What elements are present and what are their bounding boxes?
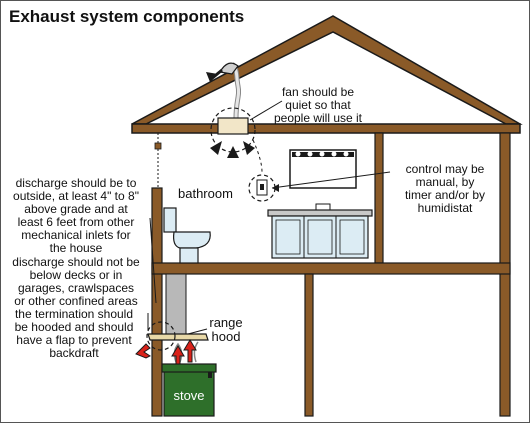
mirror-light-icon [289,149,357,189]
discharge-not-below-line: or other confined areas [14,294,138,308]
vanity-icon [267,203,373,259]
roof [131,15,523,134]
switch-icon [248,174,276,202]
discharge-location-line: the house [49,241,103,255]
termination-line: have a flap to prevent [16,333,132,347]
discharge-location-line: above grade and at [24,202,128,216]
termination-note: the termination should be hooded and sho… [0,308,148,360]
fan-note-line: fan should be [281,85,355,99]
stove-icon [161,341,217,417]
diagram-title: Exhaust system components [9,7,245,26]
fan-note: fan should be quiet so that people will … [262,86,374,125]
airflow-arrow-icon [135,339,197,365]
discharge-location-line: least 6 feet from other [17,215,135,229]
discharge-location-line: outside, at least 4" to 8" [13,189,139,203]
discharge-location-line: discharge should be to [15,176,137,190]
leader-lines [149,100,391,335]
house-framing [151,132,511,417]
roof-vent-icon [206,62,239,82]
termination-line: be hooded and should [14,320,134,334]
range-hood-label-line: range [209,315,243,330]
control-note: control may be manual, by timer and/or b… [390,163,500,215]
fan-airflow-arrows [210,141,255,158]
control-wire [252,139,263,173]
range-hood-icon [146,321,209,351]
wall-chain [154,142,162,188]
control-note-line: humidistat [417,201,473,215]
stove-label: stove [173,388,205,403]
control-note-line: timer and/or by [404,188,486,202]
termination-line: backdraft [49,346,99,360]
fan-note-line: quiet so that [285,98,351,112]
discharge-not-below-line: below decks or in [29,268,123,282]
range-hood-label-line: hood [211,329,241,344]
discharge-not-below-line: discharge should not be [12,255,140,269]
control-note-line: control may be [405,162,485,176]
range-duct [165,273,187,335]
control-note-line: manual, by [415,175,475,189]
fan-note-line: people will use it [273,111,363,125]
discharge-location-line: mechanical inlets for [21,228,131,242]
discharge-not-below-line: garages, crawlspaces [17,281,135,295]
termination-line: the termination should [14,307,134,321]
bathroom-label: bathroom [178,186,233,201]
discharge-not-below-note: discharge should not be below decks or i… [0,256,152,308]
toilet-icon [163,207,211,264]
discharge-location-note: discharge should be to outside, at least… [0,177,152,255]
exhaust-fan-icon [210,107,256,153]
range-hood-label: range hood [206,316,246,344]
